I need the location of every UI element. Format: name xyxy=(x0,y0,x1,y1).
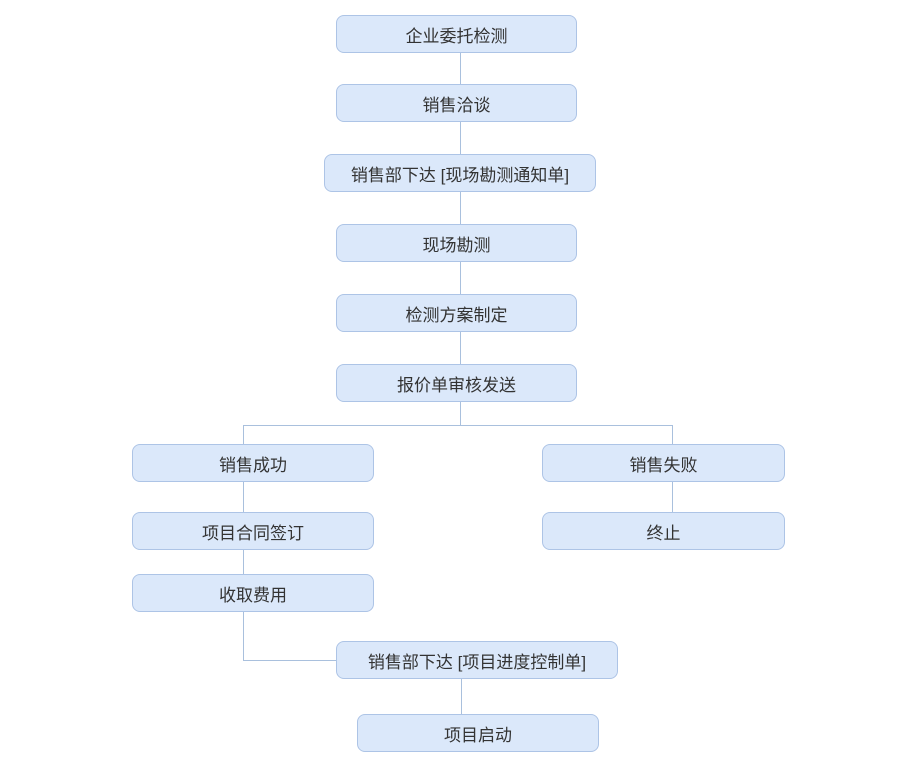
connector-contract-to-fee xyxy=(243,550,244,574)
node-entrust-testing: 企业委托检测 xyxy=(336,15,577,53)
connector-survey-to-plan xyxy=(460,262,461,294)
node-project-start: 项目启动 xyxy=(357,714,599,752)
node-sales-negotiation: 销售洽谈 xyxy=(336,84,577,122)
connector-branch-right-drop xyxy=(672,425,673,444)
connector-branch-left-drop xyxy=(243,425,244,444)
node-quotation-review: 报价单审核发送 xyxy=(336,364,577,402)
node-sales-success: 销售成功 xyxy=(132,444,374,482)
connector-fee-elbow-horizontal xyxy=(243,660,336,661)
connector-branch-horizontal xyxy=(243,425,673,426)
node-survey-notice: 销售部下达 [现场勘测通知单] xyxy=(324,154,596,192)
node-progress-control: 销售部下达 [项目进度控制单] xyxy=(336,641,618,679)
node-contract-signing: 项目合同签订 xyxy=(132,512,374,550)
connector-entrust-to-negotiation xyxy=(460,53,461,84)
node-termination: 终止 xyxy=(542,512,785,550)
connector-control-to-start xyxy=(461,679,462,714)
connector-plan-to-quotation xyxy=(460,332,461,364)
connector-fee-elbow-vertical xyxy=(243,612,244,661)
node-test-plan: 检测方案制定 xyxy=(336,294,577,332)
node-site-survey: 现场勘测 xyxy=(336,224,577,262)
connector-notice-to-survey xyxy=(460,192,461,224)
connector-quotation-stub xyxy=(460,402,461,425)
node-sales-failure: 销售失败 xyxy=(542,444,785,482)
node-fee-collection: 收取费用 xyxy=(132,574,374,612)
connector-success-to-contract xyxy=(243,482,244,512)
connector-failure-to-termination xyxy=(672,482,673,512)
connector-negotiation-to-notice xyxy=(460,122,461,154)
